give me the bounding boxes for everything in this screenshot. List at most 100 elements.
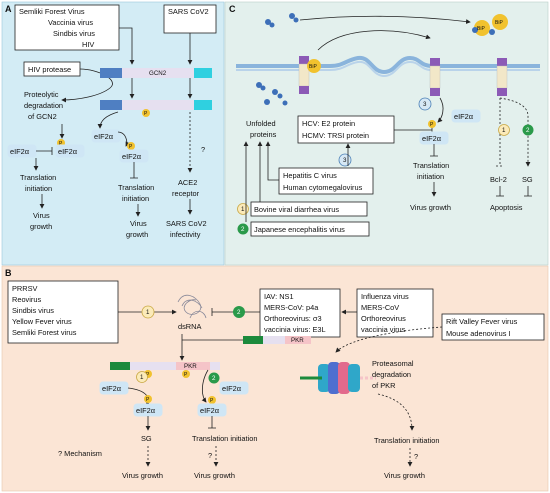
badge-1: [136, 371, 148, 383]
gcn2-phosphorylated: [100, 100, 212, 110]
panel-a-label: A: [5, 4, 12, 14]
proteolytic-line2: degradation: [24, 101, 63, 110]
sg-label-c: SG: [522, 175, 533, 184]
phospho-icon: [142, 109, 150, 117]
hcmv-label: HCMV: TRSI protein: [302, 131, 369, 140]
arrow-proteins-curve: [299, 15, 471, 24]
virus-item: Vaccinia virus: [48, 18, 93, 27]
inhibit-bcl2: [496, 186, 504, 197]
phospho-label: P: [129, 144, 133, 150]
pkr-label: PKR: [291, 337, 304, 344]
badge-3: [418, 97, 432, 111]
mechanism-label: ? Mechanism: [58, 449, 102, 458]
badge-2-label: 2: [241, 226, 245, 233]
arrow-bip-release: [317, 30, 431, 51]
inhibit-translation-a2: [130, 162, 138, 179]
question-mark: ?: [201, 145, 205, 154]
badge-1-label: 1: [241, 206, 245, 213]
inhibitor-item: vaccinia virus: E3L: [264, 325, 326, 334]
eif2a-badge: [219, 381, 249, 395]
apoptosis-label: Apoptosis: [490, 203, 523, 212]
hep-line1: Hepatitis C virus: [283, 171, 337, 180]
proteasomal-line1: Proteasomal: [372, 359, 414, 368]
left-virus-item: Reovirus: [12, 295, 41, 304]
badge-1: [498, 124, 510, 136]
virus-item: Sindbis virus: [53, 29, 95, 38]
perk-dimer: [429, 58, 441, 96]
proteasomal-line3: of PKR: [372, 381, 395, 390]
rvf-box: [441, 313, 545, 341]
virus-growth-line2: growth: [126, 230, 148, 239]
virus-item: HIV: [82, 40, 94, 49]
dsrna-icon: [177, 294, 207, 319]
er-membrane-inner: [236, 60, 540, 78]
sg-label-b: SG: [141, 434, 152, 443]
phospho-icon: [127, 142, 135, 150]
left-virus-box: [7, 280, 119, 344]
bvd-box: [250, 201, 368, 217]
left-virus-item: Yellow Fever virus: [12, 317, 72, 326]
sars-inf-line2: infectivity: [170, 230, 201, 239]
badge-2-label: 2: [526, 127, 530, 134]
translation-line1: Translation: [20, 173, 56, 182]
bcl2-label: Bcl-2: [490, 175, 507, 184]
sars-inf-line1: SARS CoV2: [166, 219, 207, 228]
ace2-line2: receptor: [172, 189, 200, 198]
translation-line2: initiation: [417, 172, 444, 181]
badge-2: [208, 372, 220, 384]
arrow-protease-to-degradation: [61, 68, 113, 103]
inhibitor-item: Orthoreovirus: σ3: [264, 314, 322, 323]
unfolded-line1: Unfolded: [246, 119, 276, 128]
hiv-protease-label: HIV protease: [28, 65, 71, 74]
eif2a-label: eIF2α: [222, 384, 242, 393]
phospho-label: P: [146, 397, 150, 403]
er-membrane: [236, 55, 540, 75]
virus-growth-line2: growth: [30, 222, 52, 231]
rvf-line1: Rift Valley Fever virus: [446, 317, 518, 326]
bip-icon: [307, 59, 321, 73]
translation-b3: Translation initiation: [374, 436, 439, 445]
virus-list-box: [14, 4, 120, 51]
arrow-eif-curve: [117, 131, 130, 147]
eif2a-label: eIF2α: [422, 134, 442, 143]
inhibitor-box: [259, 288, 341, 338]
badge-2-label: 2: [237, 309, 241, 316]
translation-line2: initiation: [25, 184, 52, 193]
inhibit-eif2a: [36, 147, 53, 155]
virus-growth-b2: Virus growth: [194, 471, 235, 480]
unfolded-protein-icon: [256, 13, 299, 106]
question-b3: ?: [414, 452, 418, 461]
eif2a-label: eIF2α: [454, 112, 474, 121]
badge-3-label: 3: [343, 157, 347, 164]
pkr-protein: [243, 336, 311, 344]
virus-growth-b1: Virus growth: [122, 471, 163, 480]
translation-b: Translation initiation: [192, 434, 257, 443]
badge-1-label: 1: [140, 374, 144, 381]
phospho-label: P: [59, 141, 63, 147]
left-virus-item: Sindbis virus: [12, 306, 54, 315]
dashed-to-sg: [499, 97, 531, 167]
gcn2-label: GCN2: [149, 70, 167, 77]
right-virus-item: vaccinia virus: [361, 325, 406, 334]
arrow-gcn2-to-eif: [97, 111, 119, 129]
gcn2-protein: [100, 68, 212, 78]
bip-label: BiP: [495, 20, 503, 26]
badge-3-label: 3: [423, 101, 427, 108]
arrow-pkr-eif-b2: [201, 369, 209, 403]
hcv-label: HCV: E2 protein: [302, 119, 355, 128]
jev-box: [250, 221, 370, 237]
pkr-label: PKR: [184, 363, 197, 370]
bvd-label: Bovine viral diarrhea virus: [254, 205, 339, 214]
perk-receptor: [298, 56, 310, 94]
proteasomal-line2: degradation: [372, 370, 411, 379]
hep-line2: Human cytomegalovirus: [283, 183, 363, 192]
inhibit-translation-b: [208, 416, 216, 429]
sars-label: SARS CoV2: [168, 7, 209, 16]
proteasome-icon: [318, 362, 360, 394]
phospho-label: P: [146, 372, 150, 378]
badge-1-label: 1: [146, 309, 150, 316]
hcv-box: [297, 115, 395, 144]
right-virus-item: Orthoreovirus: [361, 314, 406, 323]
eif2a-label: eIF2α: [136, 406, 156, 415]
